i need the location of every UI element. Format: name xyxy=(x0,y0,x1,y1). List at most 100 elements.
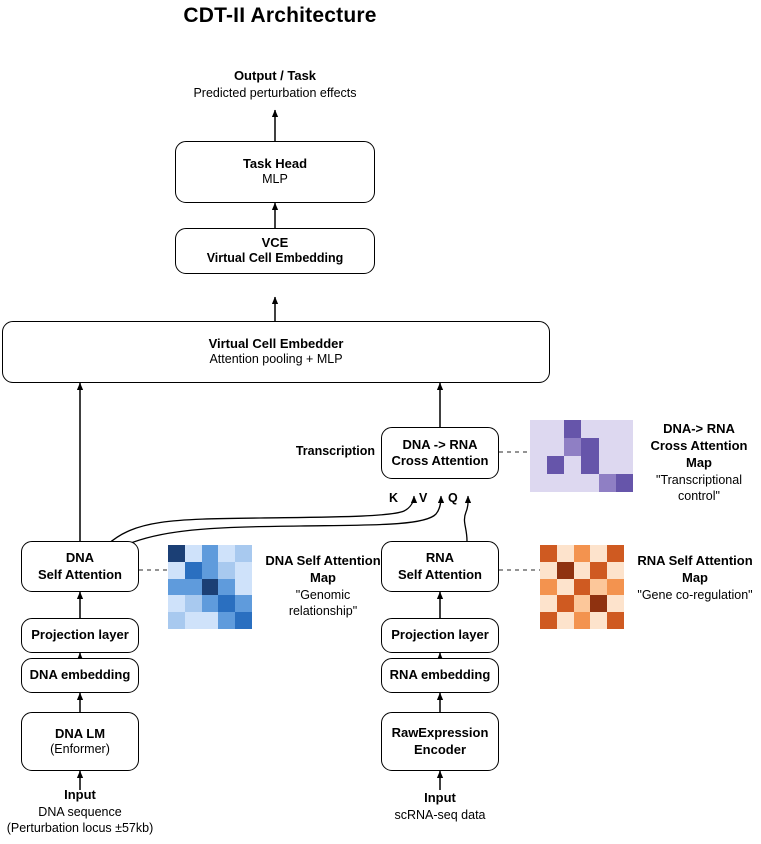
heatmap-cell xyxy=(201,595,219,613)
heatmap-cell xyxy=(184,561,202,579)
node-rna-self-attention[interactable]: RNA Self Attention xyxy=(381,541,499,592)
rna-map-caption-line2: Map xyxy=(682,569,708,585)
heatmap-cell xyxy=(607,595,624,613)
node-virtual-cell-embedder-subtitle: Attention pooling + MLP xyxy=(209,352,343,367)
node-dna-self-attention[interactable]: DNA Self Attention xyxy=(21,541,139,592)
dna-map-caption-quote1: "Genomic xyxy=(295,587,351,602)
node-dna-projection-layer[interactable]: Projection layer xyxy=(21,618,139,653)
node-rna-self-attention-line2: Self Attention xyxy=(397,566,482,582)
dna-map-caption-line1: DNA Self Attention xyxy=(265,553,381,568)
cross-attention-map-caption: DNA-> RNA Cross Attention Map "Transcrip… xyxy=(638,421,760,504)
heatmap-cell xyxy=(581,456,599,474)
node-rna-embedding[interactable]: RNA embedding xyxy=(381,658,499,693)
dna-self-attention-map-caption: DNA Self Attention Map "Genomic relation… xyxy=(258,553,388,619)
node-dna-embedding[interactable]: DNA embedding xyxy=(21,658,139,693)
heatmap-cell xyxy=(573,545,591,562)
heatmap-cell xyxy=(547,474,565,492)
heatmap-cell xyxy=(168,561,185,579)
heatmap-cell xyxy=(564,456,582,474)
node-cross-attention-line2: Cross Attention xyxy=(391,453,489,468)
label-k: K xyxy=(389,491,399,505)
heatmap-cell xyxy=(540,578,557,596)
node-task-head-subtitle: MLP xyxy=(262,172,288,187)
heatmap-cell xyxy=(184,545,202,562)
dna-input-title: Input xyxy=(64,787,96,802)
heatmap-cell xyxy=(590,612,608,629)
node-rna-projection-layer-title: Projection layer xyxy=(391,627,489,643)
label-v: V xyxy=(419,491,428,505)
node-rna-self-attention-line1: RNA xyxy=(425,550,455,566)
heatmap-cell xyxy=(556,595,574,613)
node-cross-attention[interactable]: DNA -> RNA Cross Attention xyxy=(381,427,499,479)
page-title: CDT-II Architecture xyxy=(183,4,377,27)
heatmap-cell xyxy=(168,595,185,613)
heatmap-cell xyxy=(235,595,252,613)
node-dna-self-attention-line1: DNA xyxy=(65,550,95,566)
heatmap-cell xyxy=(184,612,202,629)
node-dna-lm-title: DNA LM xyxy=(54,725,106,741)
node-task-head[interactable]: Task Head MLP xyxy=(175,141,375,203)
heatmap-cell xyxy=(581,474,599,492)
output-task-label: Output / Task Predicted perturbation eff… xyxy=(155,68,395,101)
heatmap-cell xyxy=(598,474,616,492)
heatmap-cell xyxy=(607,578,624,596)
dna-self-attention-heatmap xyxy=(168,545,252,629)
node-rawexpression-encoder[interactable]: RawExpression Encoder xyxy=(381,712,499,771)
node-dna-embedding-title: DNA embedding xyxy=(29,667,131,683)
node-virtual-cell-embedder[interactable]: Virtual Cell Embedder Attention pooling … xyxy=(2,321,550,383)
heatmap-cell xyxy=(530,420,548,438)
heatmap-cell xyxy=(598,438,616,456)
heatmap-cell xyxy=(556,578,574,596)
heatmap-cell xyxy=(168,545,185,562)
heatmap-cell xyxy=(607,545,624,562)
heatmap-cell xyxy=(530,438,548,456)
dna-input-line2: DNA sequence xyxy=(38,804,122,819)
node-virtual-cell-embedder-title: Virtual Cell Embedder xyxy=(208,336,344,352)
heatmap-cell xyxy=(615,456,633,474)
heatmap-cell xyxy=(607,612,624,629)
rna-input-title: Input xyxy=(424,790,456,805)
heatmap-cell xyxy=(540,545,557,562)
heatmap-cell xyxy=(598,420,616,438)
node-vce[interactable]: VCE Virtual Cell Embedding xyxy=(175,228,375,274)
cross-attention-heatmap xyxy=(530,420,633,492)
edge-k-to-crossatt xyxy=(106,495,418,546)
heatmap-cell xyxy=(530,456,548,474)
heatmap-cell xyxy=(564,438,582,456)
heatmap-cell xyxy=(581,438,599,456)
heatmap-cell xyxy=(540,561,557,579)
heatmap-cell xyxy=(556,545,574,562)
node-dna-lm[interactable]: DNA LM (Enformer) xyxy=(21,712,139,771)
dna-map-caption-quote2: relationship" xyxy=(288,604,358,619)
node-cross-attention-line1: DNA -> RNA xyxy=(402,436,478,452)
rna-self-attention-heatmap xyxy=(540,545,624,629)
heatmap-cell xyxy=(615,438,633,456)
cross-map-caption-line1: DNA-> RNA xyxy=(663,421,735,436)
cross-map-caption-quote2: control" xyxy=(678,488,720,503)
heatmap-cell xyxy=(530,474,548,492)
heatmap-cell xyxy=(590,595,608,613)
heatmap-cell xyxy=(615,474,633,492)
dna-input-label: Input DNA sequence (Perturbation locus ±… xyxy=(0,787,200,836)
node-rna-projection-layer[interactable]: Projection layer xyxy=(381,618,499,653)
node-vce-subtitle: Virtual Cell Embedding xyxy=(206,251,344,266)
heatmap-cell xyxy=(581,420,599,438)
heatmap-cell xyxy=(547,420,565,438)
node-rna-embedding-title: RNA embedding xyxy=(389,667,491,683)
node-dna-lm-subtitle: (Enformer) xyxy=(50,741,110,756)
heatmap-cell xyxy=(556,612,574,629)
node-rawexpression-encoder-line1: RawExpression xyxy=(391,725,489,741)
node-vce-title: VCE xyxy=(261,235,289,251)
edge-q-to-crossatt xyxy=(463,495,472,542)
heatmap-cell xyxy=(218,545,236,562)
heatmap-cell xyxy=(218,561,236,579)
node-task-head-title: Task Head xyxy=(242,156,308,172)
heatmap-cell xyxy=(573,578,591,596)
heatmap-cell xyxy=(547,456,565,474)
heatmap-cell xyxy=(547,438,565,456)
label-q: Q xyxy=(448,491,458,505)
dna-map-caption-line2: Map xyxy=(310,569,336,585)
output-task-subtitle: Predicted perturbation effects xyxy=(193,85,357,100)
cross-map-caption-line2: Cross Attention Map xyxy=(650,437,748,470)
